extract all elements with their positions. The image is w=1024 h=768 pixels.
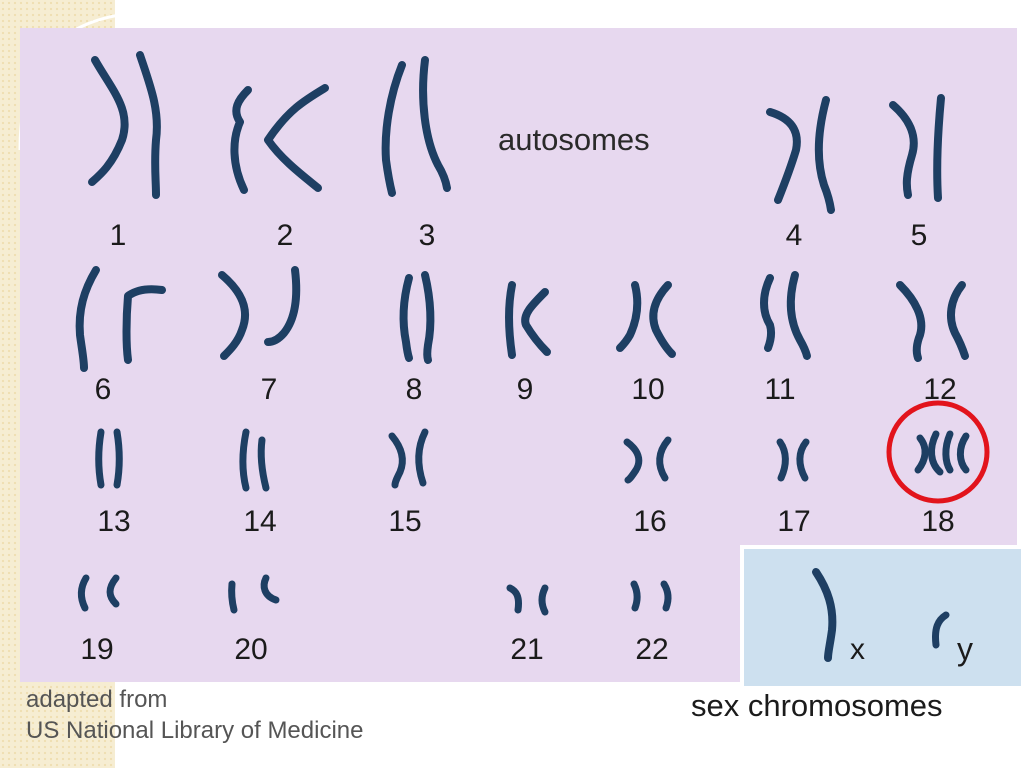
chromosome-number: 3 — [418, 219, 436, 252]
chromosome-y — [932, 611, 950, 649]
chromosome-number: 19 — [80, 633, 114, 666]
chromosome-pair-1 — [88, 51, 161, 199]
chromosome-number: 14 — [243, 505, 277, 538]
chromosome-pair-13 — [95, 428, 123, 489]
chromosome-number: 22 — [635, 633, 669, 666]
credit-line-1: adapted from — [26, 686, 168, 713]
y-chromosome-label: y — [957, 631, 973, 667]
chromosome-pair-17 — [776, 438, 810, 482]
chromosome-pair-20 — [228, 574, 280, 614]
chromosome-number: 12 — [923, 373, 957, 406]
chromosome-pair-15 — [388, 428, 429, 489]
chromosome-pair-21 — [506, 584, 549, 616]
chromosome-pair-3 — [381, 56, 451, 197]
chromosome-pair-9 — [505, 281, 551, 359]
chromosome-number: 9 — [516, 373, 534, 406]
chromosome-number: 15 — [388, 505, 422, 538]
chromosome-number: 13 — [97, 505, 131, 538]
chromosome-pair-16 — [623, 436, 672, 484]
chromosome-pair-4 — [766, 96, 835, 214]
chromosome-number: 16 — [633, 505, 667, 538]
chromosome-number: 5 — [910, 219, 928, 252]
sex-chromosome-box — [740, 545, 1021, 686]
chromosome-pair-19 — [77, 574, 120, 612]
chromosome-pair-22 — [630, 580, 672, 612]
chromosome-pair-14 — [239, 428, 270, 492]
chromosome-number: 2 — [276, 219, 294, 252]
autosomes-label: autosomes — [498, 122, 650, 157]
x-chromosome-label: x — [850, 633, 865, 666]
chromosome-pair-11 — [760, 271, 811, 360]
chromosome-pair-6 — [75, 266, 166, 372]
chromosome-pair-2 — [230, 84, 329, 194]
chromosome-number: 6 — [94, 373, 112, 406]
highlight-circle — [886, 400, 990, 504]
chromosome-number: 17 — [777, 505, 811, 538]
chromosome-number: 10 — [631, 373, 665, 406]
sex-chromosomes-label: sex chromosomes — [691, 688, 943, 723]
chromosome-number: 21 — [510, 633, 544, 666]
chromosome-pair-8 — [399, 271, 435, 364]
chromosome-number: 8 — [405, 373, 423, 406]
chromosome-number: 11 — [764, 373, 796, 406]
chromosome-pair-5 — [889, 94, 945, 202]
chromosome-pair-18 — [914, 430, 970, 476]
chromosome-pair-10 — [616, 281, 676, 358]
chromosome-number: 1 — [109, 219, 127, 252]
chromosome-number: 20 — [234, 633, 268, 666]
chromosome-number: 7 — [260, 373, 278, 406]
chromosome-number: 4 — [785, 219, 803, 252]
chromosome-x — [812, 568, 837, 662]
credit-line-2: US National Library of Medicine — [26, 717, 364, 744]
chromosome-pair-12 — [896, 281, 969, 362]
chromosome-number: 18 — [921, 505, 955, 538]
chromosome-pair-7 — [218, 266, 301, 360]
